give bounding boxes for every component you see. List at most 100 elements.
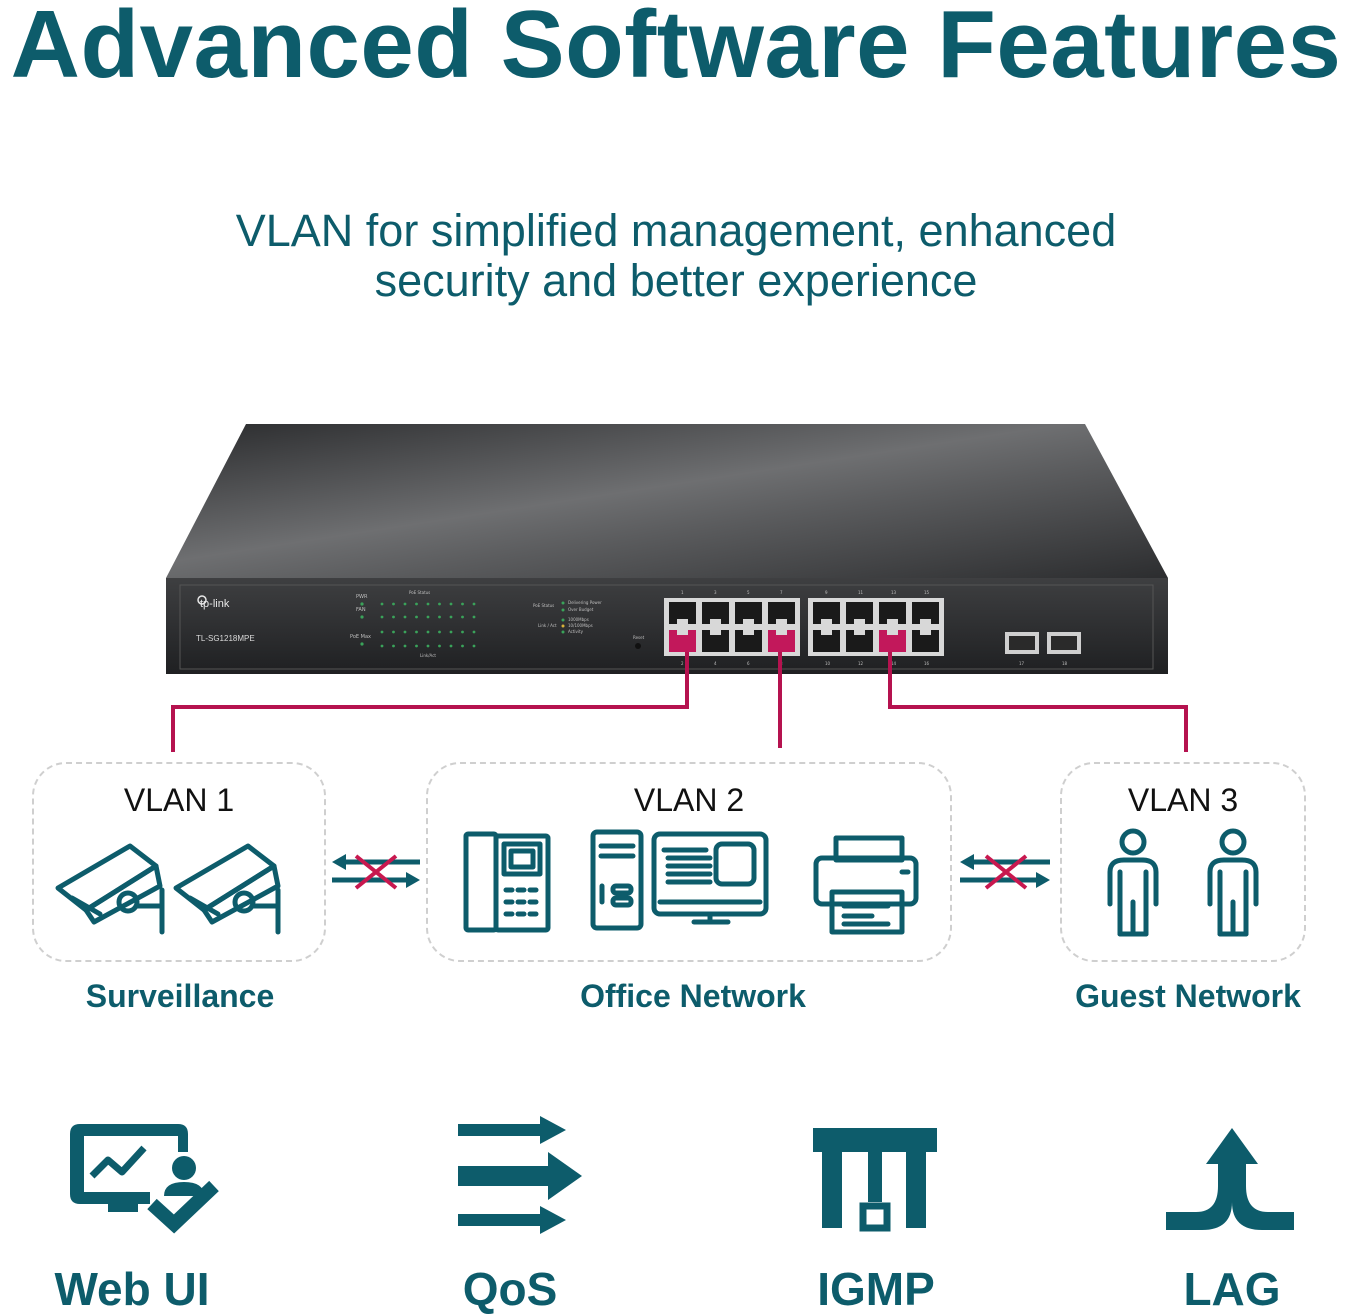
port-number: 3 xyxy=(714,590,717,595)
led xyxy=(461,602,464,606)
port-number: 13 xyxy=(891,590,897,595)
led xyxy=(461,615,464,619)
rj45-port xyxy=(768,630,795,652)
port-number: 7 xyxy=(780,590,783,595)
rj45-port xyxy=(735,602,762,624)
printer-icon xyxy=(813,835,919,935)
led-grid xyxy=(360,601,565,648)
led xyxy=(438,615,441,619)
led xyxy=(426,630,430,634)
port-number: 11 xyxy=(858,590,864,595)
vlan-links xyxy=(171,652,1188,752)
rj45-port xyxy=(669,602,696,624)
monitor-icon xyxy=(651,831,769,925)
page-title: Advanced Software Features xyxy=(10,0,1342,98)
led xyxy=(415,615,418,619)
svg-text:PoE Max: PoE Max xyxy=(350,634,371,640)
led xyxy=(360,615,364,619)
subtitle: VLAN for simplified management, enhanced… xyxy=(0,206,1352,306)
port-number: 14 xyxy=(891,661,897,666)
led xyxy=(380,644,384,648)
rj45-port xyxy=(879,630,906,652)
led xyxy=(438,630,441,634)
svg-text:Over Budget: Over Budget xyxy=(568,607,594,612)
office-network-label: Office Network xyxy=(580,978,806,1014)
rj45-port xyxy=(846,630,873,652)
qos-label: QoS xyxy=(462,1263,558,1315)
led xyxy=(380,615,384,619)
svg-text:17: 17 xyxy=(1019,661,1025,666)
web-ui-label: Web UI xyxy=(54,1263,210,1315)
led xyxy=(403,630,407,634)
svg-text:PWR: PWR xyxy=(356,594,368,600)
led xyxy=(403,602,407,606)
svg-text:FAN: FAN xyxy=(356,607,366,613)
ip-phone-icon xyxy=(463,831,551,933)
vlan1-link xyxy=(171,652,689,752)
blocked-traffic-icon xyxy=(332,854,420,890)
person-icon xyxy=(1207,828,1259,937)
svg-text:Link/Act: Link/Act xyxy=(420,653,436,658)
rj45-port xyxy=(879,602,906,624)
port-number: 5 xyxy=(747,590,750,595)
led xyxy=(461,630,464,634)
svg-text:Activity: Activity xyxy=(568,629,584,634)
web-ui-icon xyxy=(70,1124,219,1234)
led xyxy=(426,615,430,619)
model-label: TL-SG1218MPE xyxy=(196,634,255,643)
igmp-label: IGMP xyxy=(817,1263,935,1315)
blocked-traffic-icon xyxy=(960,854,1050,890)
vlan1-box: VLAN 1 xyxy=(32,762,326,962)
svg-text:Reset: Reset xyxy=(633,635,645,640)
vlan2-box: VLAN 2 xyxy=(426,762,952,962)
subtitle-line-1: VLAN for simplified management, enhanced xyxy=(235,205,1117,256)
led xyxy=(561,601,565,605)
rj45-port xyxy=(912,602,939,624)
port-number: 16 xyxy=(924,661,930,666)
led xyxy=(415,602,418,606)
svg-text:Delivering Power: Delivering Power xyxy=(568,600,602,605)
vlan3-link xyxy=(888,652,1188,752)
person-icon xyxy=(1107,828,1159,937)
led xyxy=(392,602,395,606)
subtitle-line-2: security and better experience xyxy=(374,255,978,306)
camera-icon xyxy=(173,843,281,935)
rj45-port xyxy=(735,630,762,652)
led xyxy=(392,615,395,619)
port-number: 10 xyxy=(825,661,831,666)
led xyxy=(472,615,476,619)
led xyxy=(415,630,418,634)
led xyxy=(472,630,476,634)
led xyxy=(561,630,565,634)
lag-icon xyxy=(1166,1128,1294,1230)
led xyxy=(472,644,476,648)
rj45-port xyxy=(813,630,840,652)
port-number: 12 xyxy=(858,661,864,666)
brand-logo: tp-link xyxy=(200,598,230,610)
led xyxy=(449,615,453,619)
led xyxy=(472,602,476,606)
led xyxy=(426,644,430,648)
pc-tower-icon xyxy=(590,829,644,931)
led xyxy=(392,644,395,648)
led xyxy=(561,618,565,622)
vlan1-title: VLAN 1 xyxy=(123,782,235,818)
svg-text:10/100Mbps: 10/100Mbps xyxy=(568,623,593,628)
port-number: 2 xyxy=(681,661,684,666)
vlan3-title: VLAN 3 xyxy=(1127,782,1239,818)
surveillance-label: Surveillance xyxy=(85,978,275,1014)
qos-icon xyxy=(458,1116,582,1234)
led xyxy=(403,615,407,619)
led xyxy=(415,644,418,648)
led xyxy=(438,602,441,606)
svg-text:PoE Status: PoE Status xyxy=(533,603,554,608)
port-number: 9 xyxy=(825,590,828,595)
svg-text:1000Mbps: 1000Mbps xyxy=(568,617,589,622)
rj45-ports xyxy=(669,602,939,652)
port-number: 6 xyxy=(747,661,750,666)
led xyxy=(360,602,364,606)
led xyxy=(461,644,464,648)
